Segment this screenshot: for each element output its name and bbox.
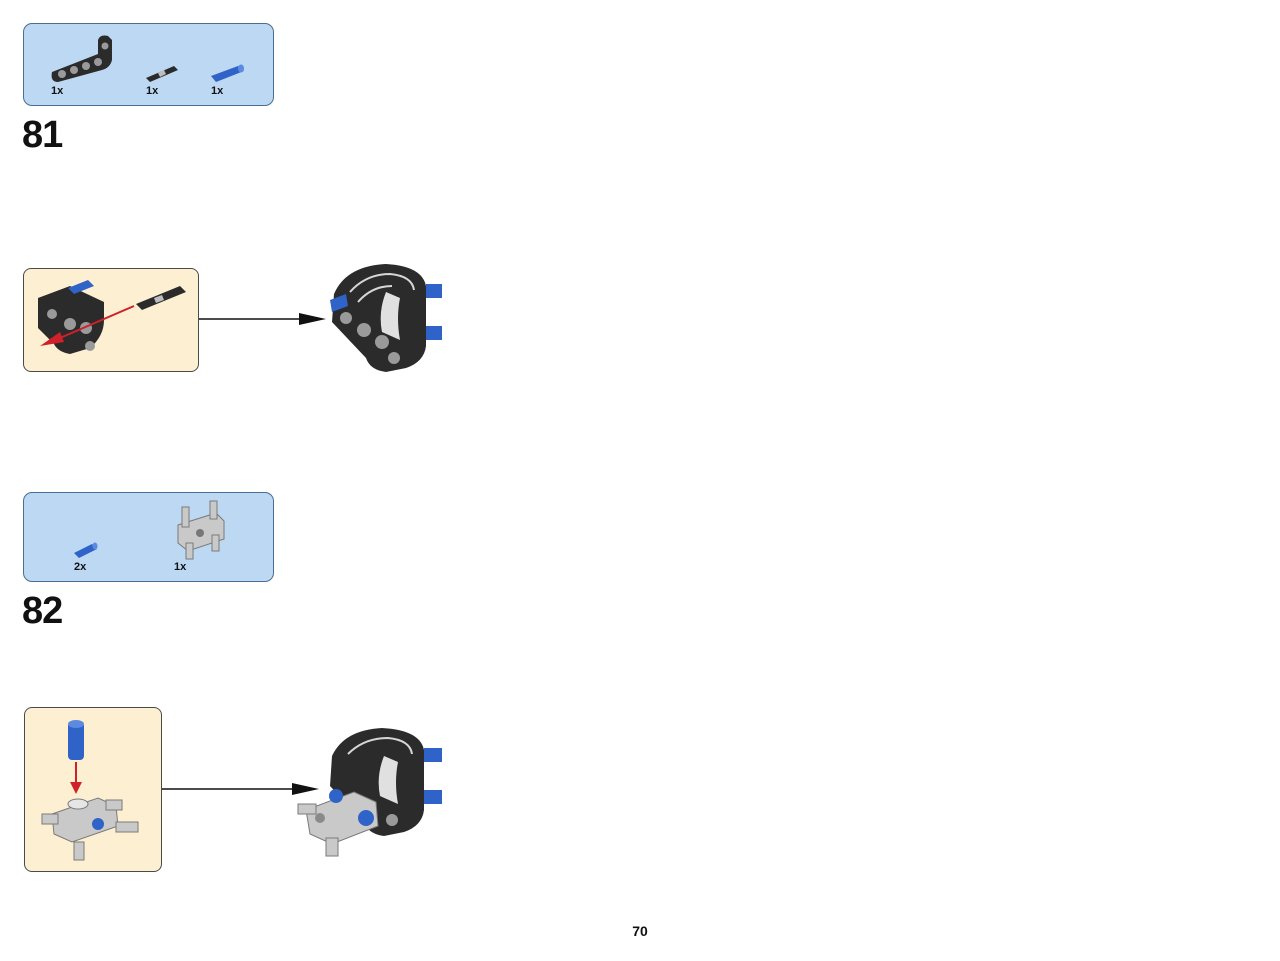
part-qty: 1x bbox=[51, 85, 64, 97]
assembly-arrow bbox=[199, 313, 326, 325]
step-82-parts-list bbox=[23, 492, 274, 582]
gray-cross-connector-icon bbox=[177, 500, 225, 560]
page-number: 70 bbox=[632, 923, 648, 939]
step-81-parts-list bbox=[23, 23, 274, 106]
part-qty: 1x bbox=[174, 561, 187, 573]
part-qty: 1x bbox=[211, 85, 224, 97]
part-qty: 1x bbox=[146, 85, 159, 97]
subassembly-connector-illustration bbox=[41, 720, 139, 861]
step-81-result-illustration bbox=[330, 264, 442, 372]
step-number: 81 bbox=[22, 114, 63, 156]
step-82-result-illustration bbox=[297, 728, 442, 857]
assembly-arrow bbox=[162, 783, 319, 795]
step-82-subassembly-box bbox=[24, 707, 162, 872]
part-qty: 2x bbox=[74, 561, 87, 573]
angled-beam-icon bbox=[51, 35, 112, 82]
subassembly-beam-illustration bbox=[38, 280, 186, 354]
step-number: 82 bbox=[22, 590, 63, 632]
black-axle-pin-icon bbox=[146, 66, 178, 82]
blue-pin-icon bbox=[74, 542, 98, 558]
blue-pin-icon bbox=[211, 64, 244, 82]
